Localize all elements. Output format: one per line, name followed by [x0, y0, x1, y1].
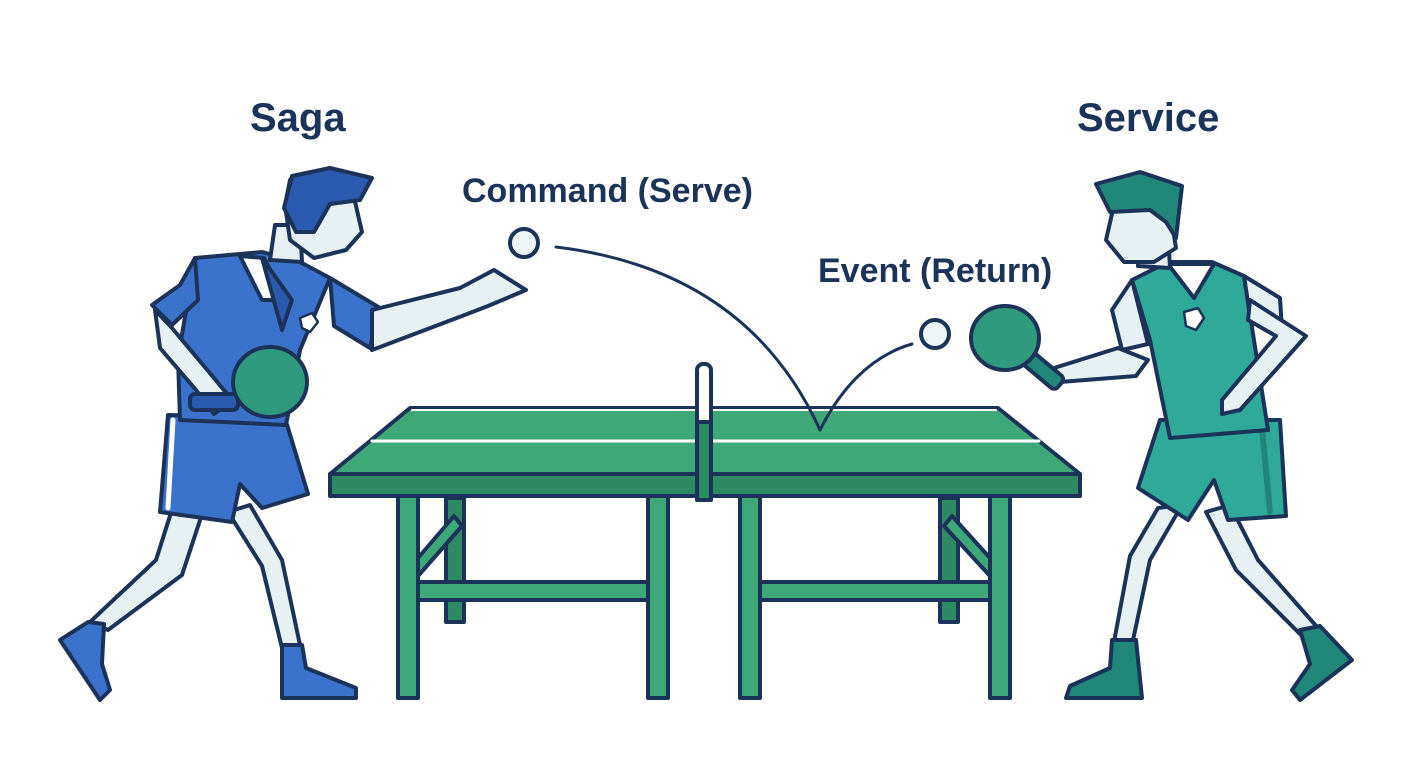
saga-label: Saga	[250, 96, 346, 140]
serve-arc	[554, 245, 822, 432]
return-arc	[818, 342, 914, 432]
ball-icon	[919, 318, 951, 350]
event-return-label: Event (Return)	[818, 252, 1053, 290]
player-service-icon	[969, 170, 1354, 702]
player-saga-icon	[58, 166, 528, 702]
command-serve-label: Command (Serve)	[462, 172, 753, 210]
paddle-icon	[969, 304, 1041, 372]
ping-pong-table-icon	[328, 362, 1082, 700]
paddle-icon	[231, 345, 309, 419]
service-label: Service	[1077, 96, 1220, 140]
ball-icon	[508, 227, 540, 259]
